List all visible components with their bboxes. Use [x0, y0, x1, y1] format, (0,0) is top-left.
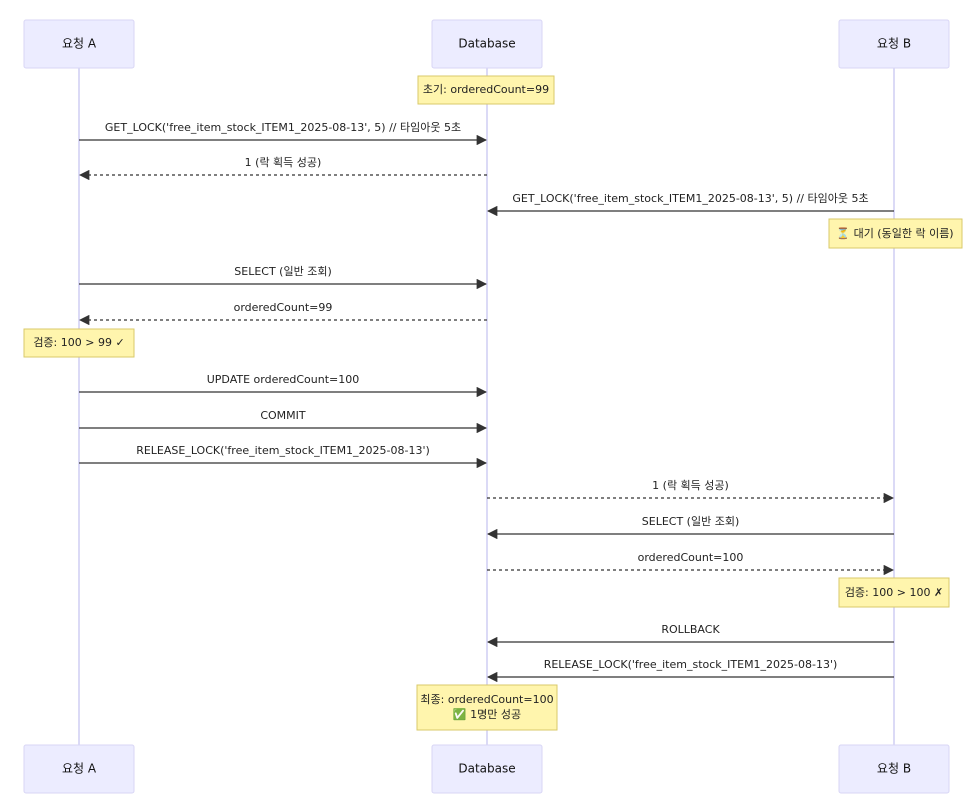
actor-label: Database [458, 762, 515, 776]
messages: GET_LOCK('free_item_stock_ITEM1_2025-08-… [78, 121, 895, 683]
note-waiting: ⏳ 대기 (동일한 락 이름) [828, 218, 963, 249]
actor-label: 요청 A [62, 762, 97, 776]
message-label: SELECT (일반 조회) [642, 514, 739, 528]
actor-request-a-top: 요청 A [23, 19, 135, 69]
svg-text:검증: 100 > 99 ✓: 검증: 100 > 99 ✓ [33, 336, 124, 349]
actor-label: Database [458, 37, 515, 51]
actor-database-top: Database [431, 19, 543, 69]
message: 1 (락 획득 성공) [487, 479, 895, 504]
message: RELEASE_LOCK('free_item_stock_ITEM1_2025… [79, 444, 488, 469]
message-label: UPDATE orderedCount=100 [207, 373, 360, 386]
svg-text:✅ 1명만 성공: ✅ 1명만 성공 [453, 708, 521, 721]
message: SELECT (일반 조회) [486, 514, 894, 540]
message-label: RELEASE_LOCK('free_item_stock_ITEM1_2025… [136, 444, 430, 457]
message: ROLLBACK [486, 623, 894, 648]
message: UPDATE orderedCount=100 [79, 373, 488, 398]
svg-text:초기: orderedCount=99: 초기: orderedCount=99 [423, 83, 549, 96]
svg-text:⏳ 대기 (동일한 락 이름): ⏳ 대기 (동일한 락 이름) [836, 226, 953, 240]
message: COMMIT [79, 409, 488, 434]
note-final: 최종: orderedCount=100 ✅ 1명만 성공 [416, 684, 558, 731]
message: GET_LOCK('free_item_stock_ITEM1_2025-08-… [486, 192, 894, 217]
message-label: RELEASE_LOCK('free_item_stock_ITEM1_2025… [544, 658, 838, 671]
actor-label: 요청 B [877, 37, 911, 51]
message: orderedCount=100 [487, 551, 895, 576]
actor-request-a-bottom: 요청 A [23, 744, 135, 794]
message-label: GET_LOCK('free_item_stock_ITEM1_2025-08-… [105, 121, 461, 134]
note-verify-b: 검증: 100 > 100 ✗ [838, 577, 950, 608]
message: SELECT (일반 조회) [79, 264, 488, 290]
actor-database-bottom: Database [431, 744, 543, 794]
message-label: GET_LOCK('free_item_stock_ITEM1_2025-08-… [512, 192, 868, 205]
message-label: 1 (락 획득 성공) [652, 479, 729, 492]
message-label: orderedCount=99 [234, 301, 333, 314]
message-label: COMMIT [260, 409, 306, 422]
message-label: orderedCount=100 [638, 551, 744, 564]
svg-text:최종: orderedCount=100: 최종: orderedCount=100 [420, 693, 553, 706]
actor-label: 요청 B [877, 762, 911, 776]
svg-text:검증: 100 > 100 ✗: 검증: 100 > 100 ✗ [845, 586, 943, 599]
message-label: SELECT (일반 조회) [234, 264, 331, 278]
actor-request-b-bottom: 요청 B [838, 744, 950, 794]
message: orderedCount=99 [78, 301, 487, 326]
actor-request-b-top: 요청 B [838, 19, 950, 69]
message-label: ROLLBACK [661, 623, 720, 636]
message: 1 (락 획득 성공) [78, 156, 487, 181]
message-label: 1 (락 획득 성공) [245, 156, 322, 169]
note-verify-a: 검증: 100 > 99 ✓ [23, 328, 135, 358]
message: GET_LOCK('free_item_stock_ITEM1_2025-08-… [79, 121, 488, 146]
note-initial-count: 초기: orderedCount=99 [417, 75, 555, 105]
message: RELEASE_LOCK('free_item_stock_ITEM1_2025… [486, 658, 894, 683]
actor-label: 요청 A [62, 37, 97, 51]
